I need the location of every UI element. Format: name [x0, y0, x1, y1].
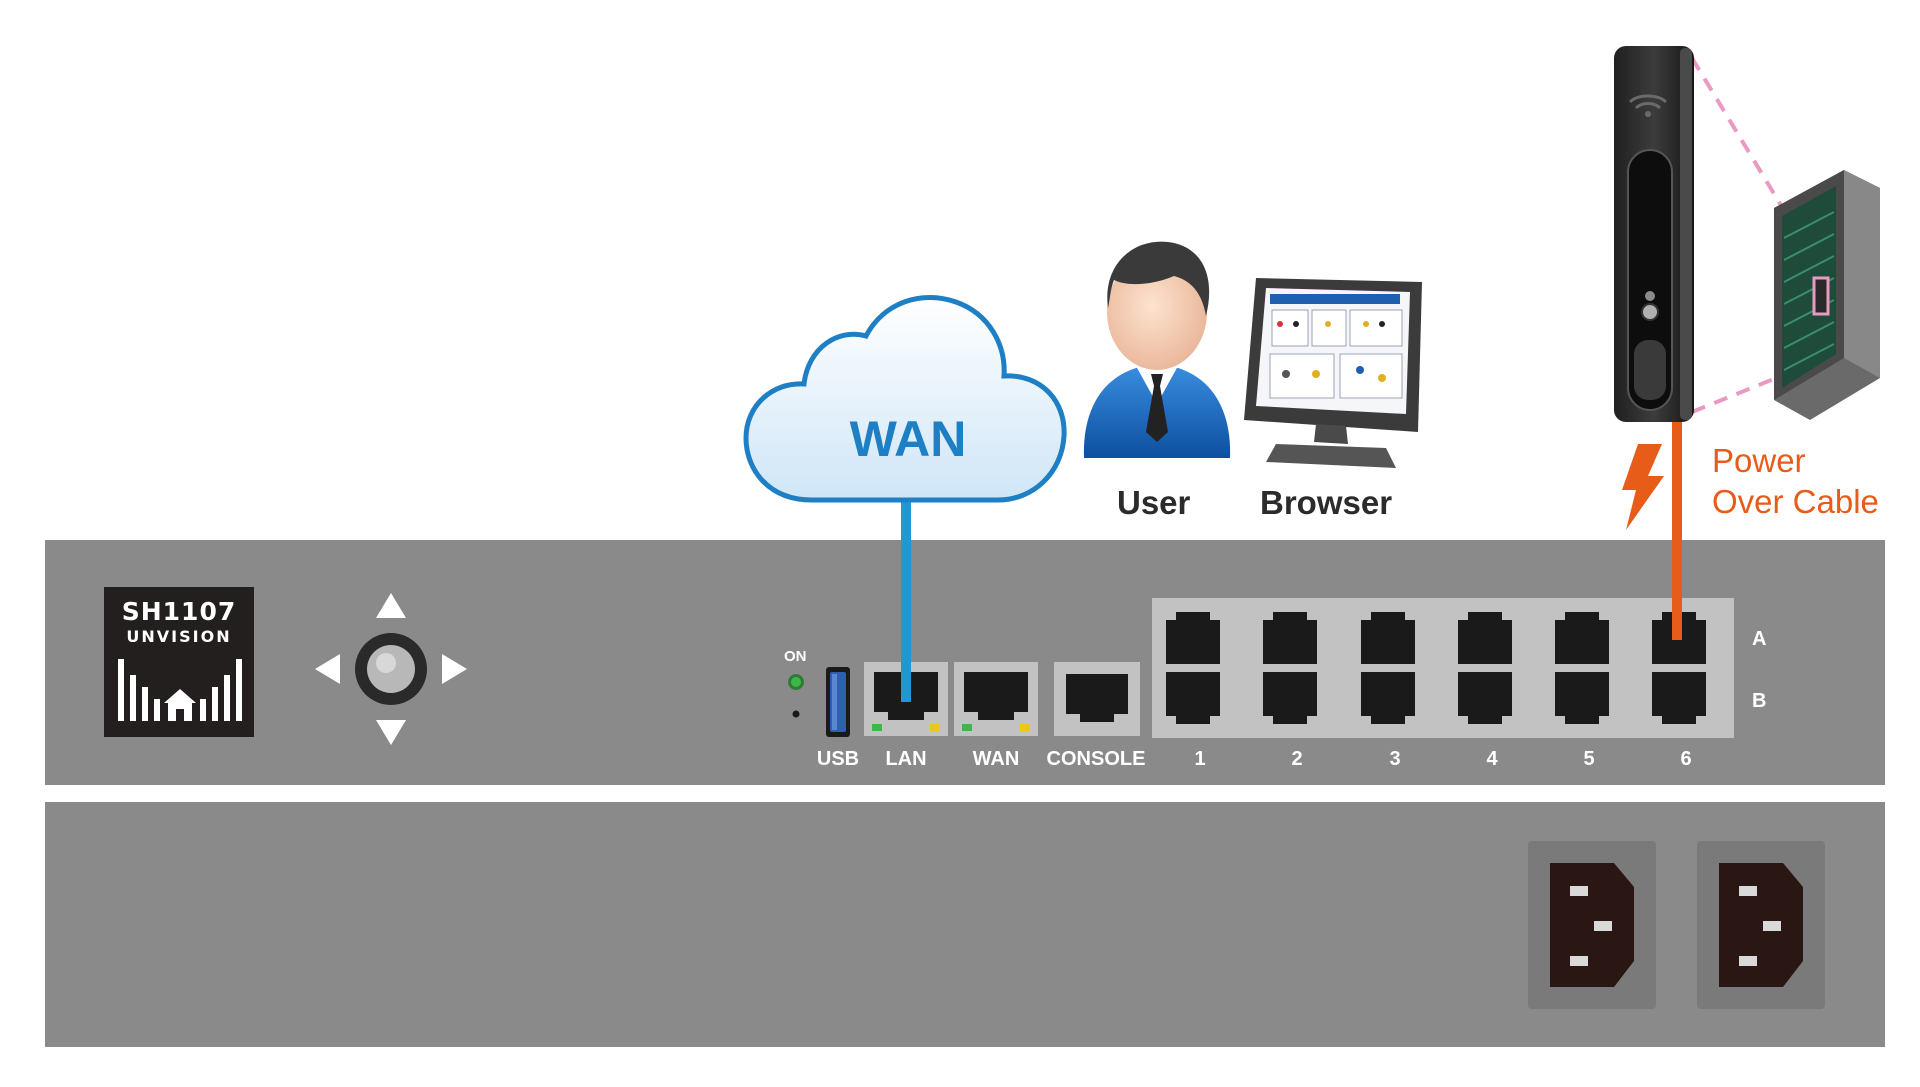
- power-cable: [1672, 418, 1682, 640]
- lan-label: LAN: [885, 748, 927, 770]
- wan-activity-led-icon: [1020, 724, 1030, 731]
- brand-name: UNVISION: [126, 627, 232, 646]
- wan-port[interactable]: [954, 662, 1038, 736]
- wan-link-led-icon: [962, 724, 972, 731]
- port-6-label: 6: [1680, 748, 1692, 770]
- arrow-up-icon: [376, 593, 406, 618]
- port-4b[interactable]: [1458, 672, 1512, 724]
- power-line1: Power: [1712, 442, 1806, 479]
- brand-logo: SH1107 UNVISION: [104, 587, 254, 737]
- usb-label: USB: [816, 748, 860, 770]
- port-5a[interactable]: [1555, 612, 1609, 664]
- server-rack-icon: [1774, 170, 1880, 420]
- console-port[interactable]: [1054, 662, 1140, 736]
- port-3b[interactable]: [1361, 672, 1415, 724]
- browser-label: Browser: [1260, 484, 1393, 521]
- usb-port[interactable]: [825, 666, 851, 738]
- barcode-house-icon: [118, 659, 242, 721]
- row-a-label: A: [1752, 628, 1767, 650]
- cabinet-lock-icon: [1614, 46, 1694, 422]
- inlet-pin-2: [1594, 921, 1612, 931]
- power-inlet-2[interactable]: [1697, 841, 1825, 1009]
- power-inlet-1[interactable]: [1528, 841, 1656, 1009]
- port-3-label: 3: [1389, 748, 1401, 770]
- port-2-label: 2: [1291, 748, 1303, 770]
- lan-link-led-icon: [872, 724, 882, 731]
- wan-label: WAN: [972, 748, 1020, 770]
- port-4a[interactable]: [1458, 612, 1512, 664]
- navigation-joystick[interactable]: [312, 590, 470, 748]
- power-line2: Over Cable: [1712, 483, 1879, 520]
- cloud-label: WAN: [849, 411, 967, 467]
- lightning-icon: [1622, 444, 1664, 530]
- lan-activity-led-icon: [930, 724, 940, 731]
- power-indicator-label: ON: [784, 648, 807, 665]
- port-2a[interactable]: [1263, 612, 1317, 664]
- inlet-pin-2: [1763, 921, 1781, 931]
- row-b-label: B: [1752, 690, 1767, 712]
- cloud-icon: [743, 294, 1067, 503]
- port-3a[interactable]: [1361, 612, 1415, 664]
- port-4-label: 4: [1486, 748, 1498, 770]
- console-label: CONSOLE: [1046, 748, 1146, 770]
- inlet-pin-3: [1739, 956, 1757, 966]
- inlet-pin-3: [1570, 956, 1588, 966]
- port-1-label: 1: [1194, 748, 1206, 770]
- port-6b[interactable]: [1652, 672, 1706, 724]
- inlet-pin-1: [1739, 886, 1757, 896]
- port-1b[interactable]: [1166, 672, 1220, 724]
- user-label: User: [1117, 484, 1191, 521]
- lock-port-grid: [1166, 612, 1706, 724]
- model-name: SH1107: [121, 597, 237, 626]
- lock-port-block: [1152, 598, 1734, 738]
- inlet-pin-1: [1570, 886, 1588, 896]
- port-2b[interactable]: [1263, 672, 1317, 724]
- arrow-down-icon: [376, 720, 406, 745]
- power-over-cable-label: Power Over Cable: [1712, 440, 1879, 522]
- power-led-icon: [788, 674, 804, 718]
- arrow-right-icon: [442, 654, 467, 684]
- port-5b[interactable]: [1555, 672, 1609, 724]
- user-icon: [1083, 241, 1231, 458]
- monitor-icon: [1244, 278, 1422, 468]
- arrow-left-icon: [315, 654, 340, 684]
- port-1a[interactable]: [1166, 612, 1220, 664]
- port-5-label: 5: [1583, 748, 1595, 770]
- wan-cable: [901, 494, 911, 702]
